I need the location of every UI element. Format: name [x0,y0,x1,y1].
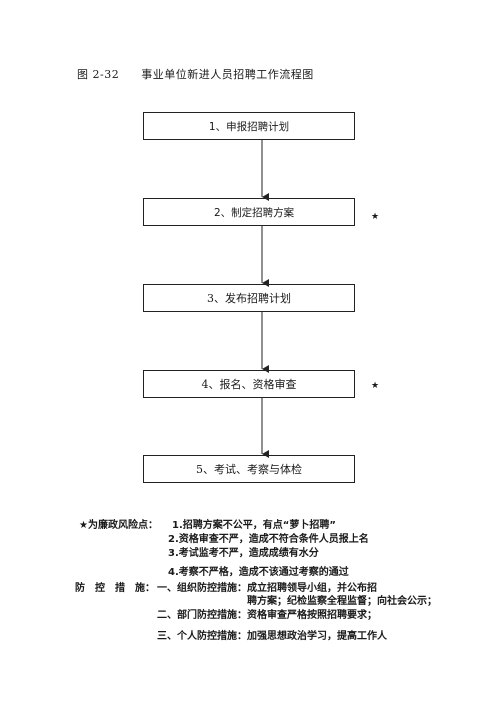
measure-item-3: 三、个人防控措施：加强思想政治学习，提高工作人 [157,631,387,642]
figure-caption: 图 2-32 事业单位新进人员招聘工作流程图 [77,66,314,82]
risk-star-icon: ★ [371,381,380,391]
flow-step-3: 3、发布招聘计划 [143,284,355,312]
flow-step-1: 1、申报招聘计划 [143,112,355,140]
risk-star-icon: ★ [371,212,380,222]
flow-step-label: 5、考试、考察与体检 [196,463,302,476]
risk-item-1: 1.招聘方案不公平，有点“萝卜招聘” [172,520,336,531]
measures-heading: 防 控 措 施： [75,583,155,594]
measure-item-2: 二、部门防控措施：资格审查严格按照招聘要求； [157,610,377,621]
measure-item-1: 一、组织防控措施：成立招聘领导小组，并公布招 [157,583,377,594]
flow-step-label: 4、报名、资格审查 [201,378,297,391]
risk-item-3: 3.考试监考不严，造成成绩有水分 [168,548,319,559]
flow-step-label: 2、制定招聘方案 [214,206,295,219]
flow-step-5: 5、考试、考察与体检 [143,455,355,483]
risk-item-2: 2.资格审查不严，造成不符合条件人员报上名 [168,534,369,545]
risk-item-4: 4.考察不严格，造成不该通过考察的通过 [168,567,349,578]
flow-step-label: 3、发布招聘计划 [207,292,291,305]
flow-step-4: 4、报名、资格审查 [143,370,355,398]
risk-heading: ★为廉政风险点： [79,520,158,531]
figure-label: 图 2-32 [77,68,120,81]
figure-title: 事业单位新进人员招聘工作流程图 [141,68,314,81]
flow-step-2: 2、制定招聘方案 [143,198,355,226]
flow-step-label: 1、申报招聘计划 [208,120,290,133]
measure-item-1-cont: 聘方案；纪检监察全程监督；向社会公示； [247,596,437,607]
